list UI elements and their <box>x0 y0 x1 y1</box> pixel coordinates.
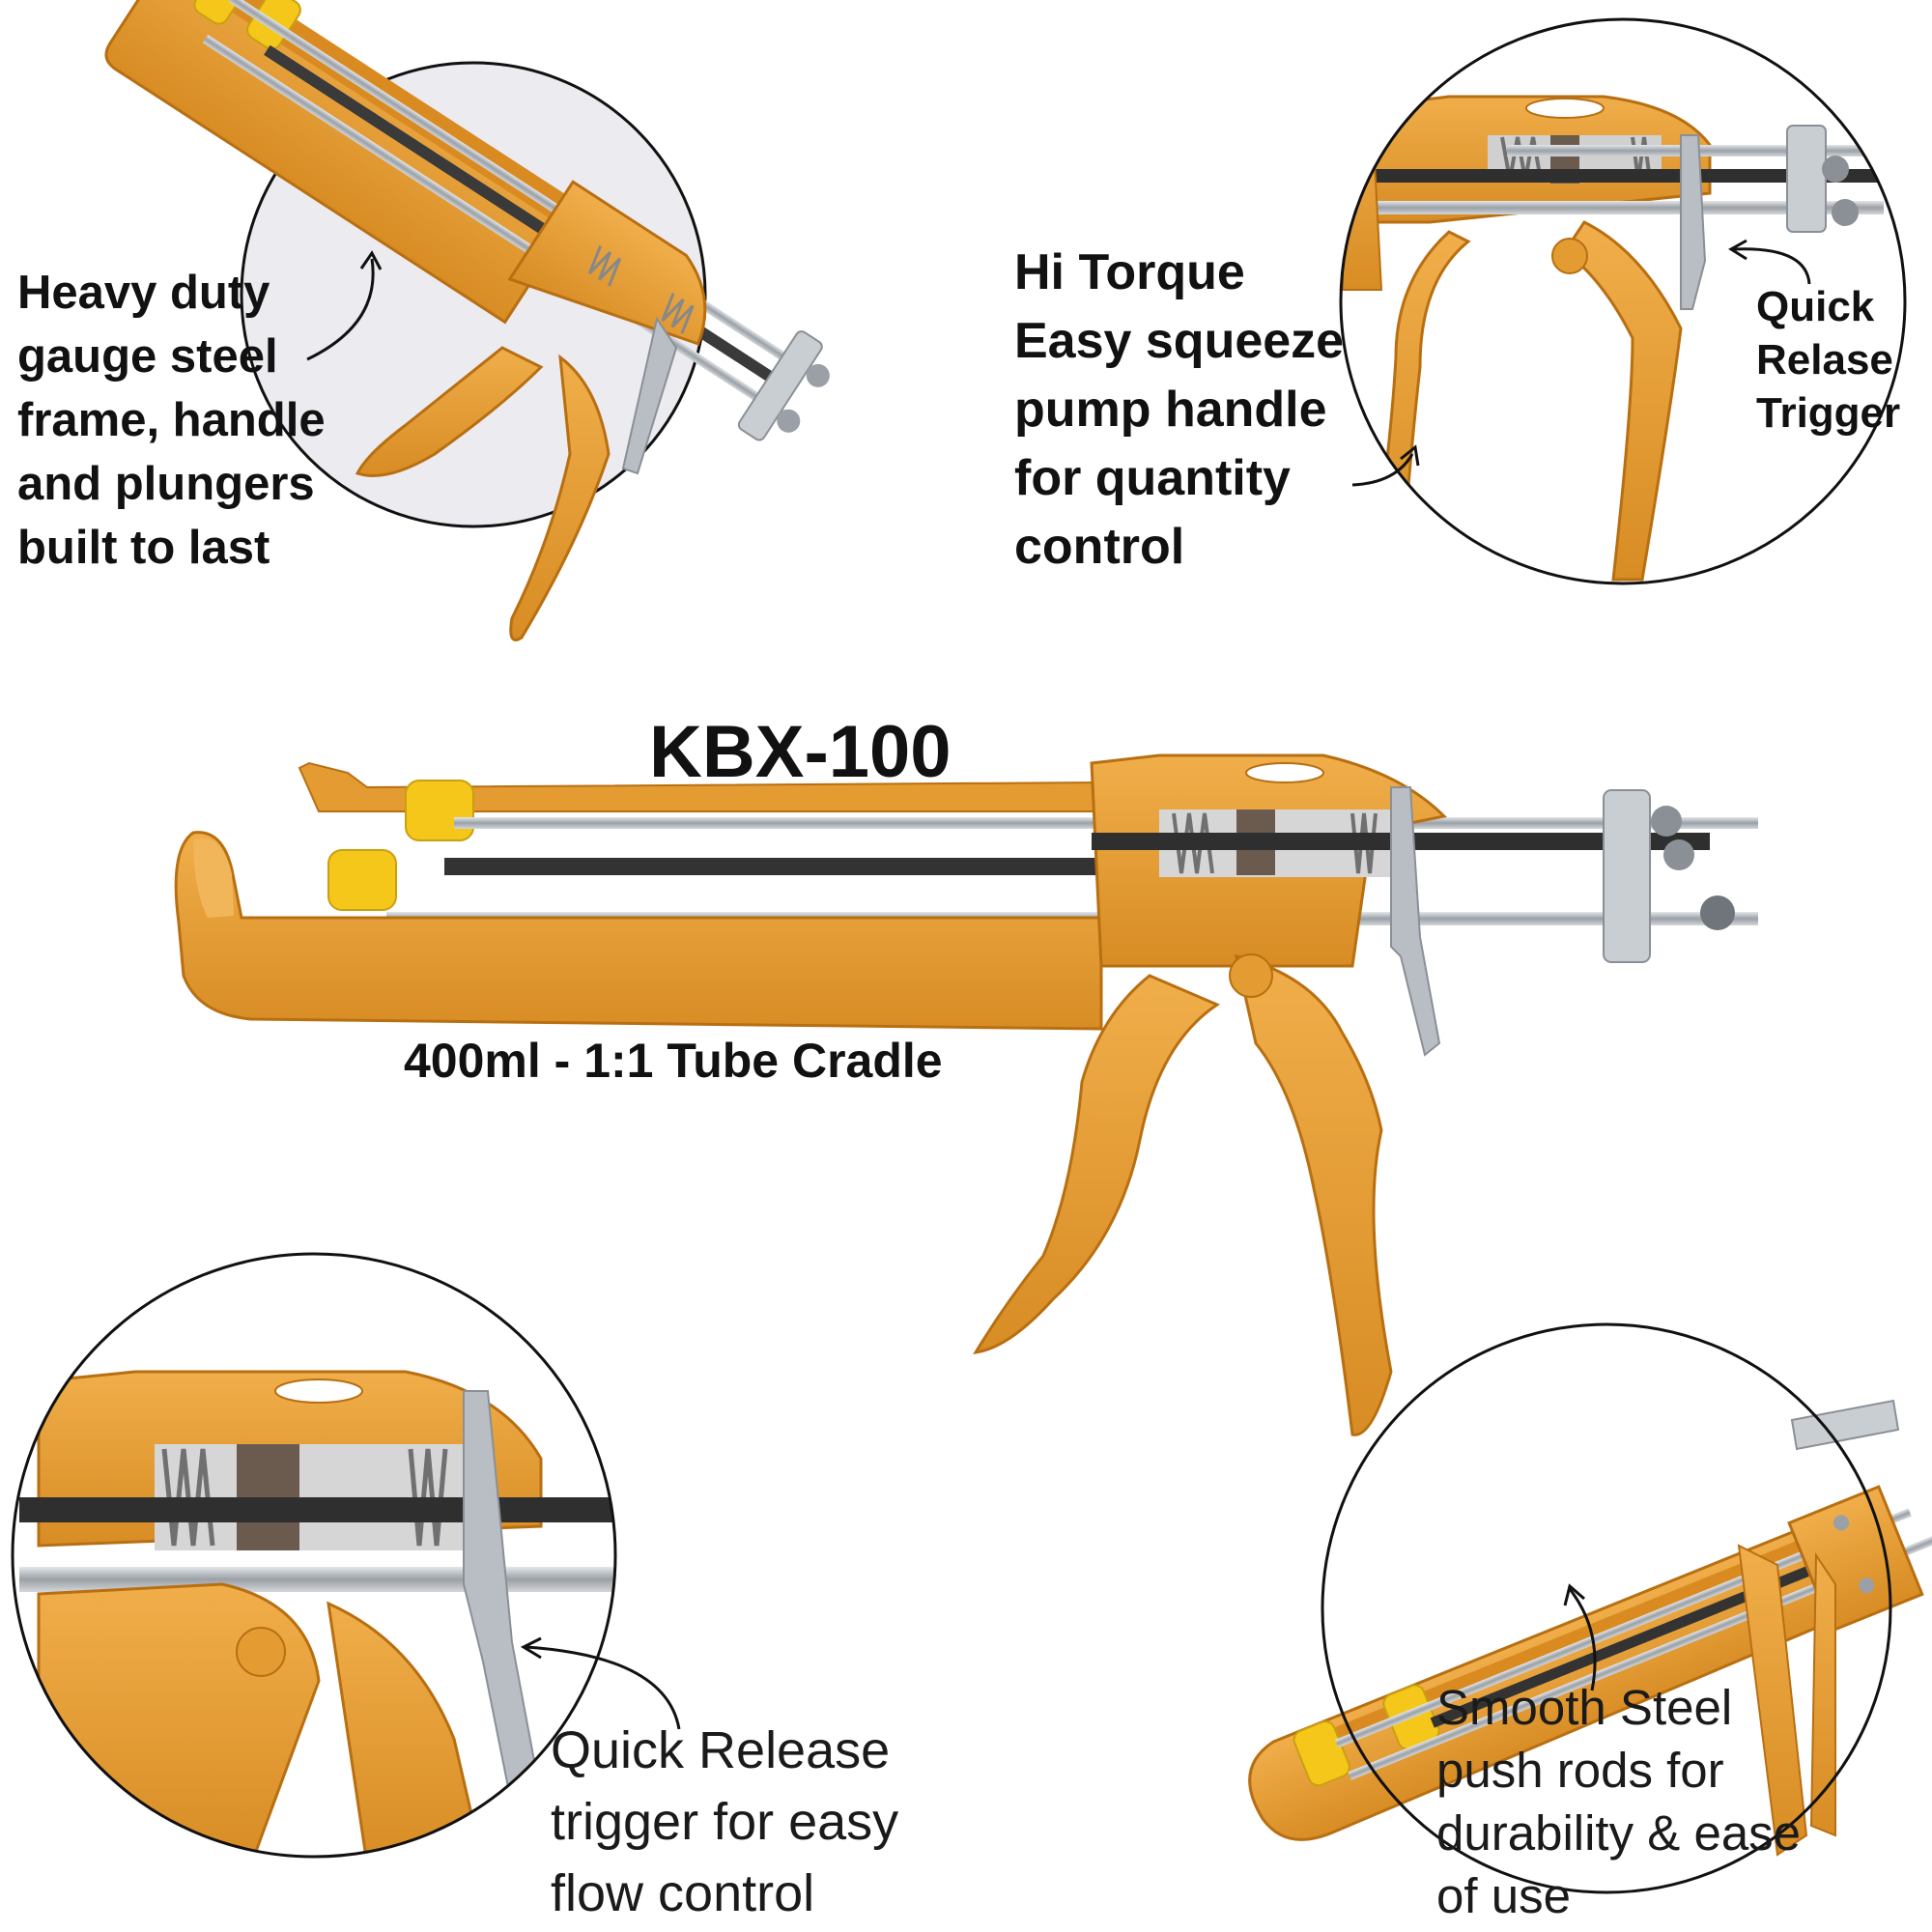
callout-quick-release-small: Quick Relase Trigger <box>1756 280 1900 440</box>
callout-line: and plungers <box>17 458 315 510</box>
callout-line: Heavy duty <box>17 267 270 319</box>
callout-line: built to last <box>17 522 270 574</box>
detail-frame-view <box>104 0 830 641</box>
callout-line: Smooth Steel <box>1436 1680 1733 1735</box>
callout-line: Quick <box>1756 283 1875 330</box>
callout-line: push rods for <box>1436 1743 1724 1798</box>
callout-torque: Hi Torque Easy squeeze pump handle for q… <box>1014 239 1344 582</box>
callout-frame: Heavy duty gauge steel frame, handle and… <box>17 261 326 580</box>
callout-quick-release-large: Quick Release trigger for easy flow cont… <box>551 1715 898 1929</box>
detail-circle <box>11 1252 617 1859</box>
callout-line: frame, handle <box>17 394 326 446</box>
detail-rods-view <box>1248 1322 1932 1894</box>
callout-line: for quantity <box>1014 450 1291 506</box>
callout-line: gauge steel <box>17 330 278 383</box>
detail-torque-view <box>1339 17 1907 585</box>
callout-line: flow control <box>551 1864 815 1922</box>
callout-line: Easy squeeze <box>1014 313 1345 369</box>
callout-line: Relase <box>1756 336 1893 384</box>
callout-line: control <box>1014 519 1185 575</box>
callout-rods: Smooth Steel push rods for durability & … <box>1436 1676 1801 1927</box>
callout-line: durability & ease <box>1436 1805 1802 1861</box>
main-product-view <box>174 753 1758 1436</box>
detail-circle <box>1321 1322 1892 1894</box>
model-title: KBX-100 <box>649 711 952 793</box>
callout-line: Quick Release <box>551 1721 891 1779</box>
callout-line: pump handle <box>1014 382 1327 438</box>
callout-line: Hi Torque <box>1014 244 1245 300</box>
cradle-label: 400ml - 1:1 Tube Cradle <box>404 1034 943 1088</box>
callout-line: trigger for easy <box>551 1793 899 1851</box>
callout-line: of use <box>1436 1868 1571 1923</box>
callout-line: Trigger <box>1756 389 1901 437</box>
detail-circle <box>1339 17 1907 585</box>
